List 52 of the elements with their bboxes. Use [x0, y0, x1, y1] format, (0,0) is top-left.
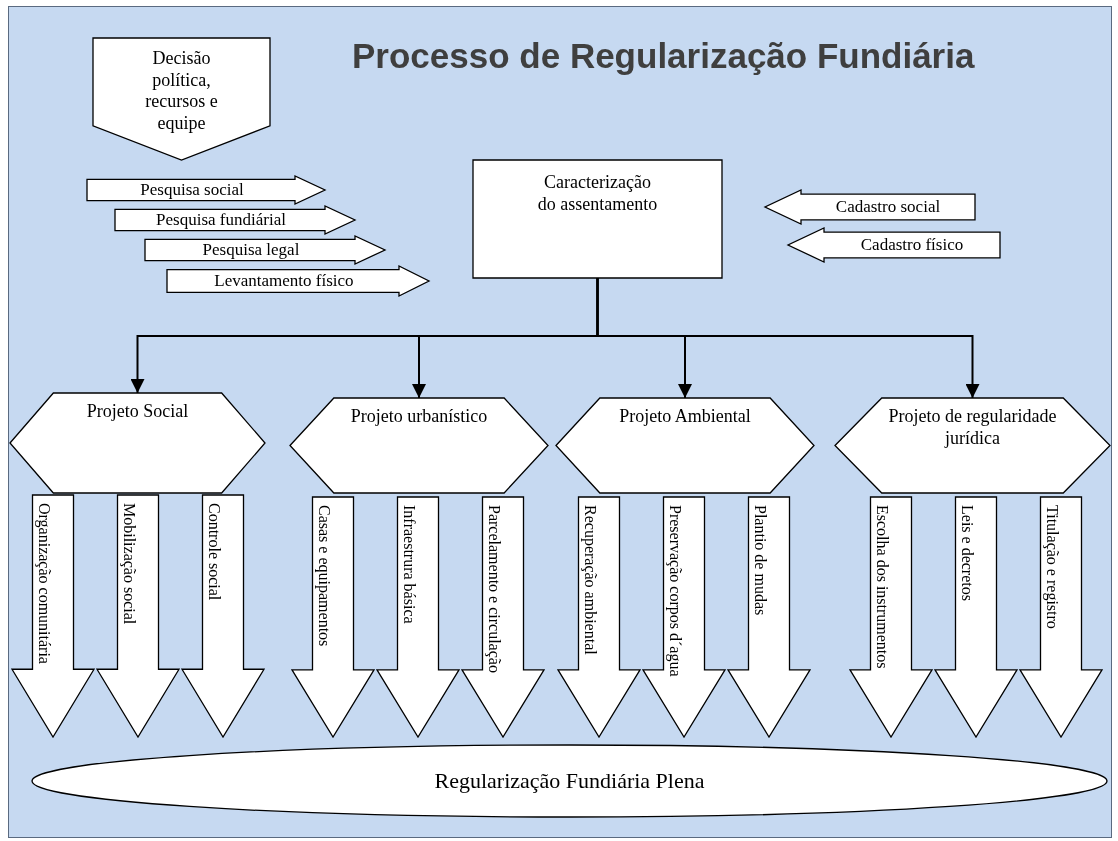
node-text: Pesquisa fundiárial: [155, 210, 287, 231]
node-text: Titulação e registro: [1042, 505, 1062, 629]
node-text: Recuperação ambiental: [580, 505, 600, 655]
node-text: Projeto urbanístico: [349, 406, 489, 428]
down-arrow-shape: [182, 495, 264, 737]
node-text: Casas e equipamentos: [314, 505, 334, 647]
node-text: Levantamento físico: [213, 271, 355, 292]
node-text: Regularização Fundiária Plena: [433, 768, 706, 795]
node-text: Escolha dos instrumentos: [872, 505, 892, 669]
down-arrow-shape: [97, 495, 179, 737]
down-arrow-shape: [850, 497, 932, 737]
node-text: Projeto Ambiental: [618, 406, 752, 428]
right-arrow-shape: [167, 266, 429, 296]
node-text: Projeto Social: [85, 401, 190, 423]
hexagon-shape: [835, 398, 1110, 493]
diagram-title: Processo de Regularização Fundiária: [352, 36, 976, 76]
down-arrow-shape: [292, 497, 374, 737]
right-arrow-shape: [145, 236, 385, 264]
down-arrow-shape: [1020, 497, 1102, 737]
node-text: Pesquisa legal: [201, 240, 301, 261]
right-arrow-shape: [87, 176, 325, 204]
down-arrow-shape: [728, 497, 810, 737]
down-arrow-shape: [558, 497, 640, 737]
node-text: Plantio de mudas: [750, 505, 770, 616]
down-arrow-shape: [643, 497, 725, 737]
node-text: Pesquisa social: [139, 180, 245, 201]
node-text: Caracterização do assentamento: [536, 172, 659, 216]
hexagon-shape: [10, 393, 265, 493]
left-arrow-shape: [765, 190, 975, 224]
ellipse-shape: [32, 745, 1107, 817]
down-arrow-shape: [377, 497, 459, 737]
node-text: Mobilização social: [119, 503, 139, 625]
node-text: Infraestrura básica: [399, 505, 419, 624]
arrow: [596, 277, 980, 399]
left-arrow-shape: [788, 228, 1000, 262]
process-box: [473, 160, 722, 278]
node-text: Parcelamento e circulação: [484, 505, 504, 673]
right-arrow-shape: [115, 206, 355, 234]
node-text: Preservação corpos d´agua: [665, 505, 685, 677]
node-text: Leis e decretos: [957, 505, 977, 601]
hexagon-shape: [290, 398, 548, 493]
down-arrow-shape: [935, 497, 1017, 737]
node-text: Controle social: [204, 503, 224, 601]
node-text: Organização comunitária: [34, 503, 54, 664]
down-arrow-shape: [12, 495, 94, 737]
down-arrow-shape: [462, 497, 544, 737]
node-text: Decisão política, recursos e equipe: [144, 48, 219, 135]
pentagon-arrow-shape: [93, 38, 270, 160]
node-text: Cadastro físico: [859, 235, 965, 256]
node-text: Cadastro social: [834, 197, 942, 218]
node-text: Projeto de regularidade jurídica: [887, 406, 1058, 450]
hexagon-shape: [556, 398, 814, 493]
